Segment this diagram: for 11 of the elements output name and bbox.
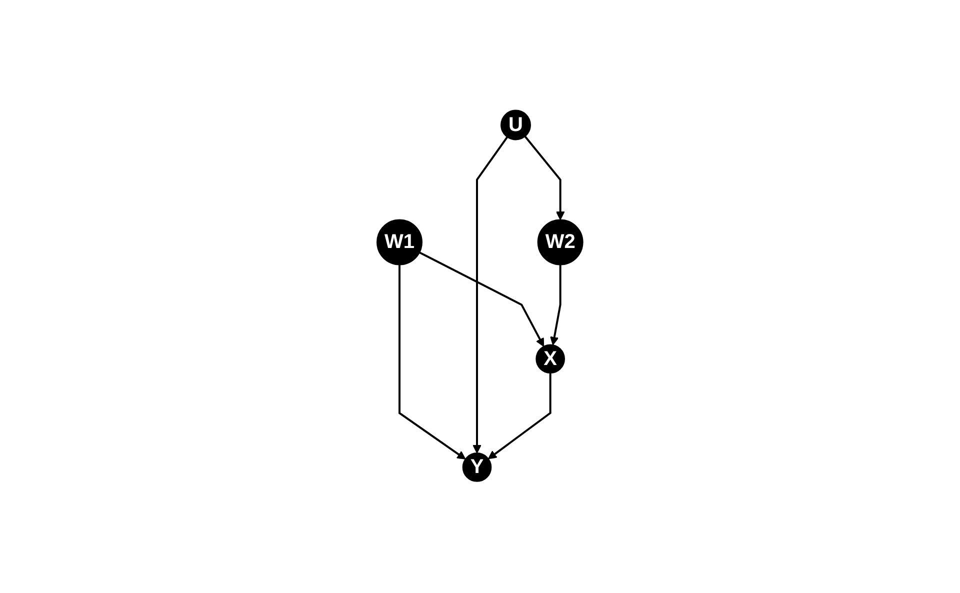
- node-circle: U: [500, 110, 532, 141]
- arrow: [419, 252, 544, 348]
- arrow: [488, 373, 552, 460]
- arrow: [472, 136, 508, 454]
- node-circle: W2: [537, 220, 584, 266]
- arrow: [550, 265, 562, 346]
- node-circle: W1: [376, 220, 423, 266]
- arrow: [398, 265, 466, 460]
- arrow: [524, 136, 565, 220]
- node-circle: Y: [462, 452, 492, 482]
- node-circle: X: [536, 344, 566, 374]
